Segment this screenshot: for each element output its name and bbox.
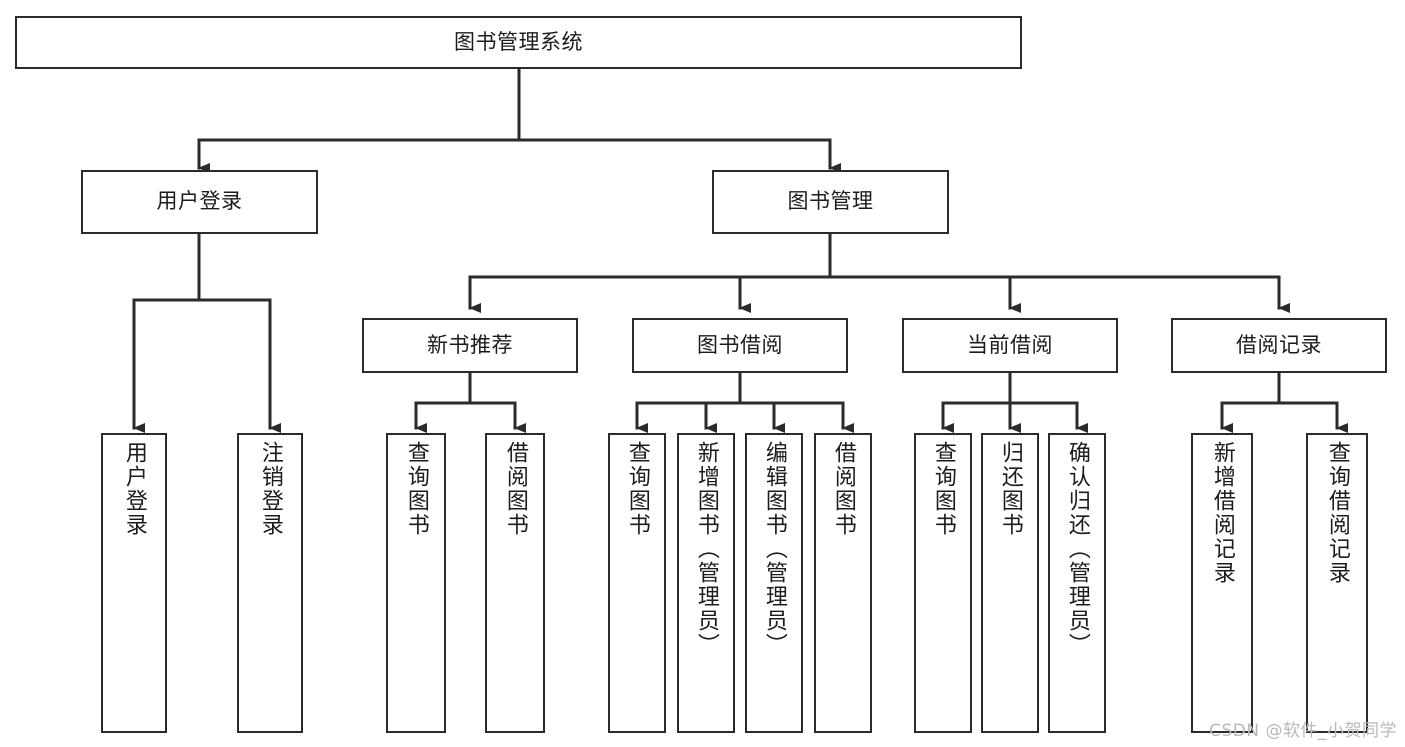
- node-leaf-query-book-1-label: 查询图书: [403, 441, 429, 537]
- node-leaf-borrow-book-1-label: 借阅图书: [502, 441, 528, 537]
- node-root[interactable]: 图书管理系统: [15, 16, 1022, 69]
- node-leaf-logout[interactable]: 注销登录: [237, 433, 303, 733]
- node-leaf-user-login[interactable]: 用户登录: [101, 433, 167, 733]
- node-leaf-add-record[interactable]: 新增借阅记录: [1191, 433, 1253, 733]
- node-leaf-query-book-2-label: 查询图书: [624, 441, 650, 537]
- node-leaf-query-book-3[interactable]: 查询图书: [914, 433, 972, 733]
- node-book-manage-label: 图书管理: [787, 189, 874, 214]
- node-leaf-query-book-1[interactable]: 查询图书: [386, 433, 446, 733]
- node-leaf-borrow-book-2[interactable]: 借阅图书: [814, 433, 872, 733]
- node-leaf-query-book-3-label: 查询图书: [930, 441, 956, 537]
- node-leaf-user-login-label: 用户登录: [121, 441, 147, 537]
- node-leaf-return-book-label: 归还图书: [997, 441, 1023, 537]
- node-borrow-record-label: 借阅记录: [1236, 332, 1322, 357]
- node-user-login[interactable]: 用户登录: [81, 170, 318, 234]
- node-leaf-logout-label: 注销登录: [257, 441, 283, 537]
- node-user-login-label: 用户登录: [156, 189, 243, 214]
- node-leaf-edit-book[interactable]: 编辑图书（管理员）: [745, 433, 803, 733]
- node-leaf-borrow-book-1[interactable]: 借阅图书: [485, 433, 545, 733]
- node-leaf-query-record-label: 查询借阅记录: [1324, 441, 1350, 585]
- csdn-watermark: CSDN @软件_小贺同学: [1209, 721, 1397, 741]
- node-book-borrow-label: 图书借阅: [697, 332, 783, 357]
- node-new-book-recommend[interactable]: 新书推荐: [362, 318, 578, 373]
- node-book-manage[interactable]: 图书管理: [712, 170, 949, 234]
- node-leaf-borrow-book-2-label: 借阅图书: [830, 441, 856, 537]
- node-leaf-edit-book-label: 编辑图书（管理员）: [761, 441, 787, 657]
- node-leaf-confirm-return[interactable]: 确认归还（管理员）: [1048, 433, 1106, 733]
- node-new-book-recommend-label: 新书推荐: [427, 332, 513, 357]
- node-leaf-query-record[interactable]: 查询借阅记录: [1306, 433, 1368, 733]
- node-leaf-add-book-label: 新增图书（管理员）: [693, 441, 719, 657]
- node-leaf-return-book[interactable]: 归还图书: [981, 433, 1039, 733]
- node-current-borrow-label: 当前借阅: [967, 332, 1053, 357]
- node-leaf-add-record-label: 新增借阅记录: [1209, 441, 1235, 585]
- node-book-borrow[interactable]: 图书借阅: [632, 318, 848, 373]
- node-borrow-record[interactable]: 借阅记录: [1171, 318, 1387, 373]
- node-leaf-query-book-2[interactable]: 查询图书: [608, 433, 666, 733]
- node-current-borrow[interactable]: 当前借阅: [902, 318, 1118, 373]
- node-leaf-add-book[interactable]: 新增图书（管理员）: [677, 433, 735, 733]
- node-root-label: 图书管理系统: [454, 29, 583, 54]
- node-leaf-confirm-return-label: 确认归还（管理员）: [1064, 441, 1090, 657]
